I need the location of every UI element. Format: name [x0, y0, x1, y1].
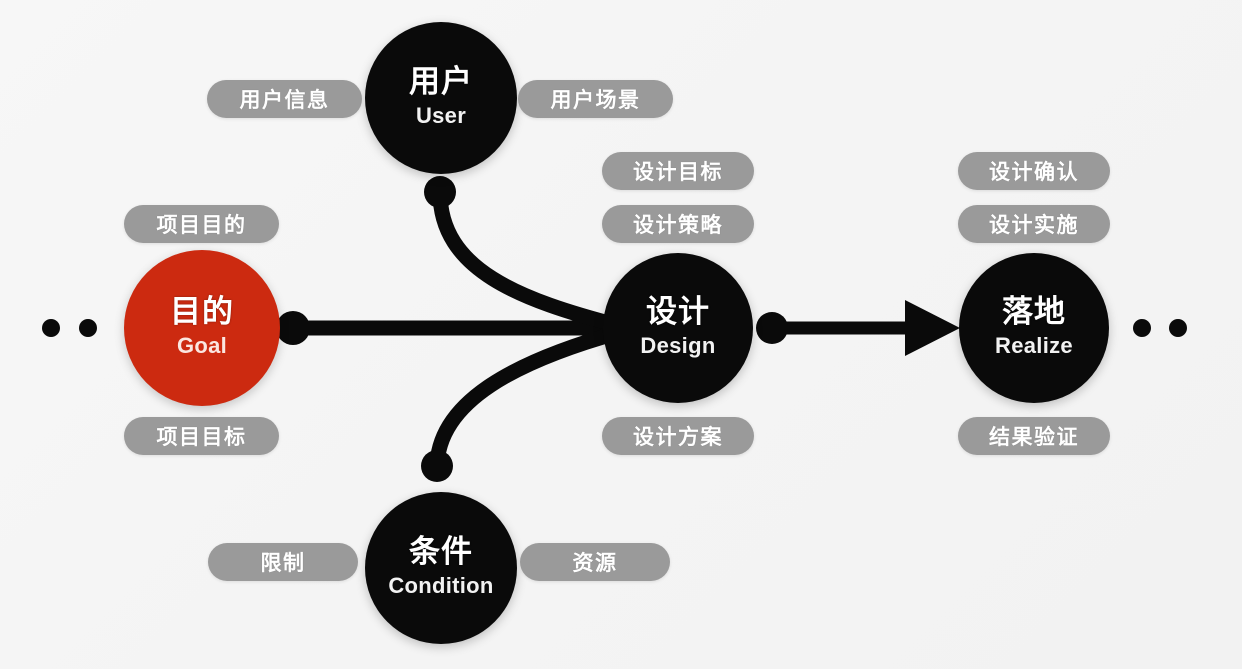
tag-design-top2[interactable]: 设计策略 — [602, 205, 754, 243]
node-condition[interactable]: 条件 Condition — [365, 492, 517, 644]
tag-goal-above[interactable]: 项目目的 — [124, 205, 279, 243]
tag-goal-below[interactable]: 项目目标 — [124, 417, 279, 455]
connector-dot-goal — [276, 311, 310, 345]
node-design-cn-label: 设计 — [646, 294, 710, 330]
arrowhead-icon — [905, 300, 960, 356]
tag-user-right[interactable]: 用户场景 — [518, 80, 673, 118]
tag-realize-below[interactable]: 结果验证 — [958, 417, 1110, 455]
ellipsis-dot-left-2 — [79, 319, 97, 337]
edge-condition-to-design — [429, 324, 628, 476]
node-user-cn-label: 用户 — [409, 64, 473, 100]
tag-realize-top2[interactable]: 设计实施 — [958, 205, 1110, 243]
node-realize-cn-label: 落地 — [1002, 294, 1066, 330]
connector-dot-condition — [421, 450, 453, 482]
tag-realize-top1[interactable]: 设计确认 — [958, 152, 1110, 190]
node-realize-en-label: Realize — [995, 333, 1073, 359]
ellipsis-dot-left-1 — [42, 319, 60, 337]
node-user[interactable]: 用户 User — [365, 22, 517, 174]
node-condition-en-label: Condition — [388, 573, 494, 599]
node-goal-cn-label: 目的 — [170, 294, 234, 330]
ellipsis-dot-right-1 — [1133, 319, 1151, 337]
tag-condition-left[interactable]: 限制 — [208, 543, 358, 581]
node-design[interactable]: 设计 Design — [603, 253, 753, 403]
tag-user-left[interactable]: 用户信息 — [207, 80, 362, 118]
connector-dot-design — [756, 312, 788, 344]
node-design-en-label: Design — [640, 333, 716, 359]
edge-user-to-design — [432, 184, 628, 334]
connector-dot-user — [424, 176, 456, 208]
node-user-en-label: User — [415, 103, 467, 129]
ellipsis-dot-right-2 — [1169, 319, 1187, 337]
tag-design-top1[interactable]: 设计目标 — [602, 152, 754, 190]
node-realize[interactable]: 落地 Realize — [959, 253, 1109, 403]
tag-design-below[interactable]: 设计方案 — [602, 417, 754, 455]
node-goal[interactable]: 目的 Goal — [124, 250, 280, 406]
tag-condition-right[interactable]: 资源 — [520, 543, 670, 581]
node-goal-en-label: Goal — [176, 333, 228, 359]
node-condition-cn-label: 条件 — [409, 534, 473, 570]
